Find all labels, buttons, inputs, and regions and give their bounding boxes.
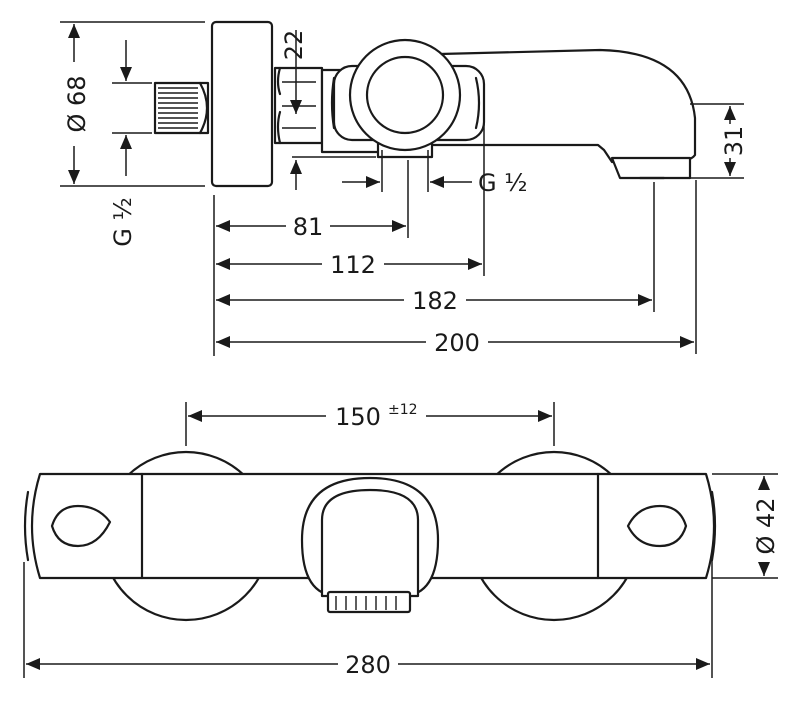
dim-22-label: 22 [280, 30, 308, 61]
dim-150-label: 150 [335, 403, 381, 431]
end-cap-left-oval [50, 504, 112, 548]
end-cap-right-oval [626, 504, 688, 548]
dim-thread-right: G ½ [342, 150, 528, 197]
thread-left-label: G ½ [109, 197, 137, 247]
dim-diameter-68-label: Ø 68 [63, 75, 91, 132]
spout-front [300, 476, 440, 614]
dim-31: 31 [690, 103, 748, 179]
dim-200: 200 [216, 328, 694, 357]
dim-thread-left: G ½ [109, 40, 152, 247]
threaded-connector [153, 81, 210, 135]
mixer-body-side [320, 38, 697, 180]
dim-182: 182 [216, 286, 652, 315]
front-view: 150 ±12 Ø 42 280 [23, 398, 780, 679]
dim-182-label: 182 [412, 287, 458, 315]
thread-right-label: G ½ [478, 169, 528, 197]
dim-280: 280 [23, 560, 713, 679]
dim-280-label: 280 [345, 651, 391, 679]
dim-diameter-42: Ø 42 [712, 473, 780, 579]
dim-22: 22 [280, 30, 376, 190]
dim-diameter-42-label: Ø 42 [752, 497, 780, 554]
dim-200-label: 200 [434, 329, 480, 357]
dim-31-label: 31 [720, 126, 748, 157]
dim-diameter-68: Ø 68 [60, 21, 205, 187]
side-view: Ø 68 G ½ 22 G ½ [60, 20, 748, 357]
wall-rosette [210, 20, 274, 188]
dim-81: 81 [216, 212, 406, 241]
dim-112: 112 [216, 250, 482, 279]
dim-112-label: 112 [330, 251, 376, 279]
dim-150: 150 ±12 [185, 398, 555, 446]
dim-150-tolerance: ±12 [388, 402, 418, 418]
dim-81-label: 81 [293, 213, 324, 241]
